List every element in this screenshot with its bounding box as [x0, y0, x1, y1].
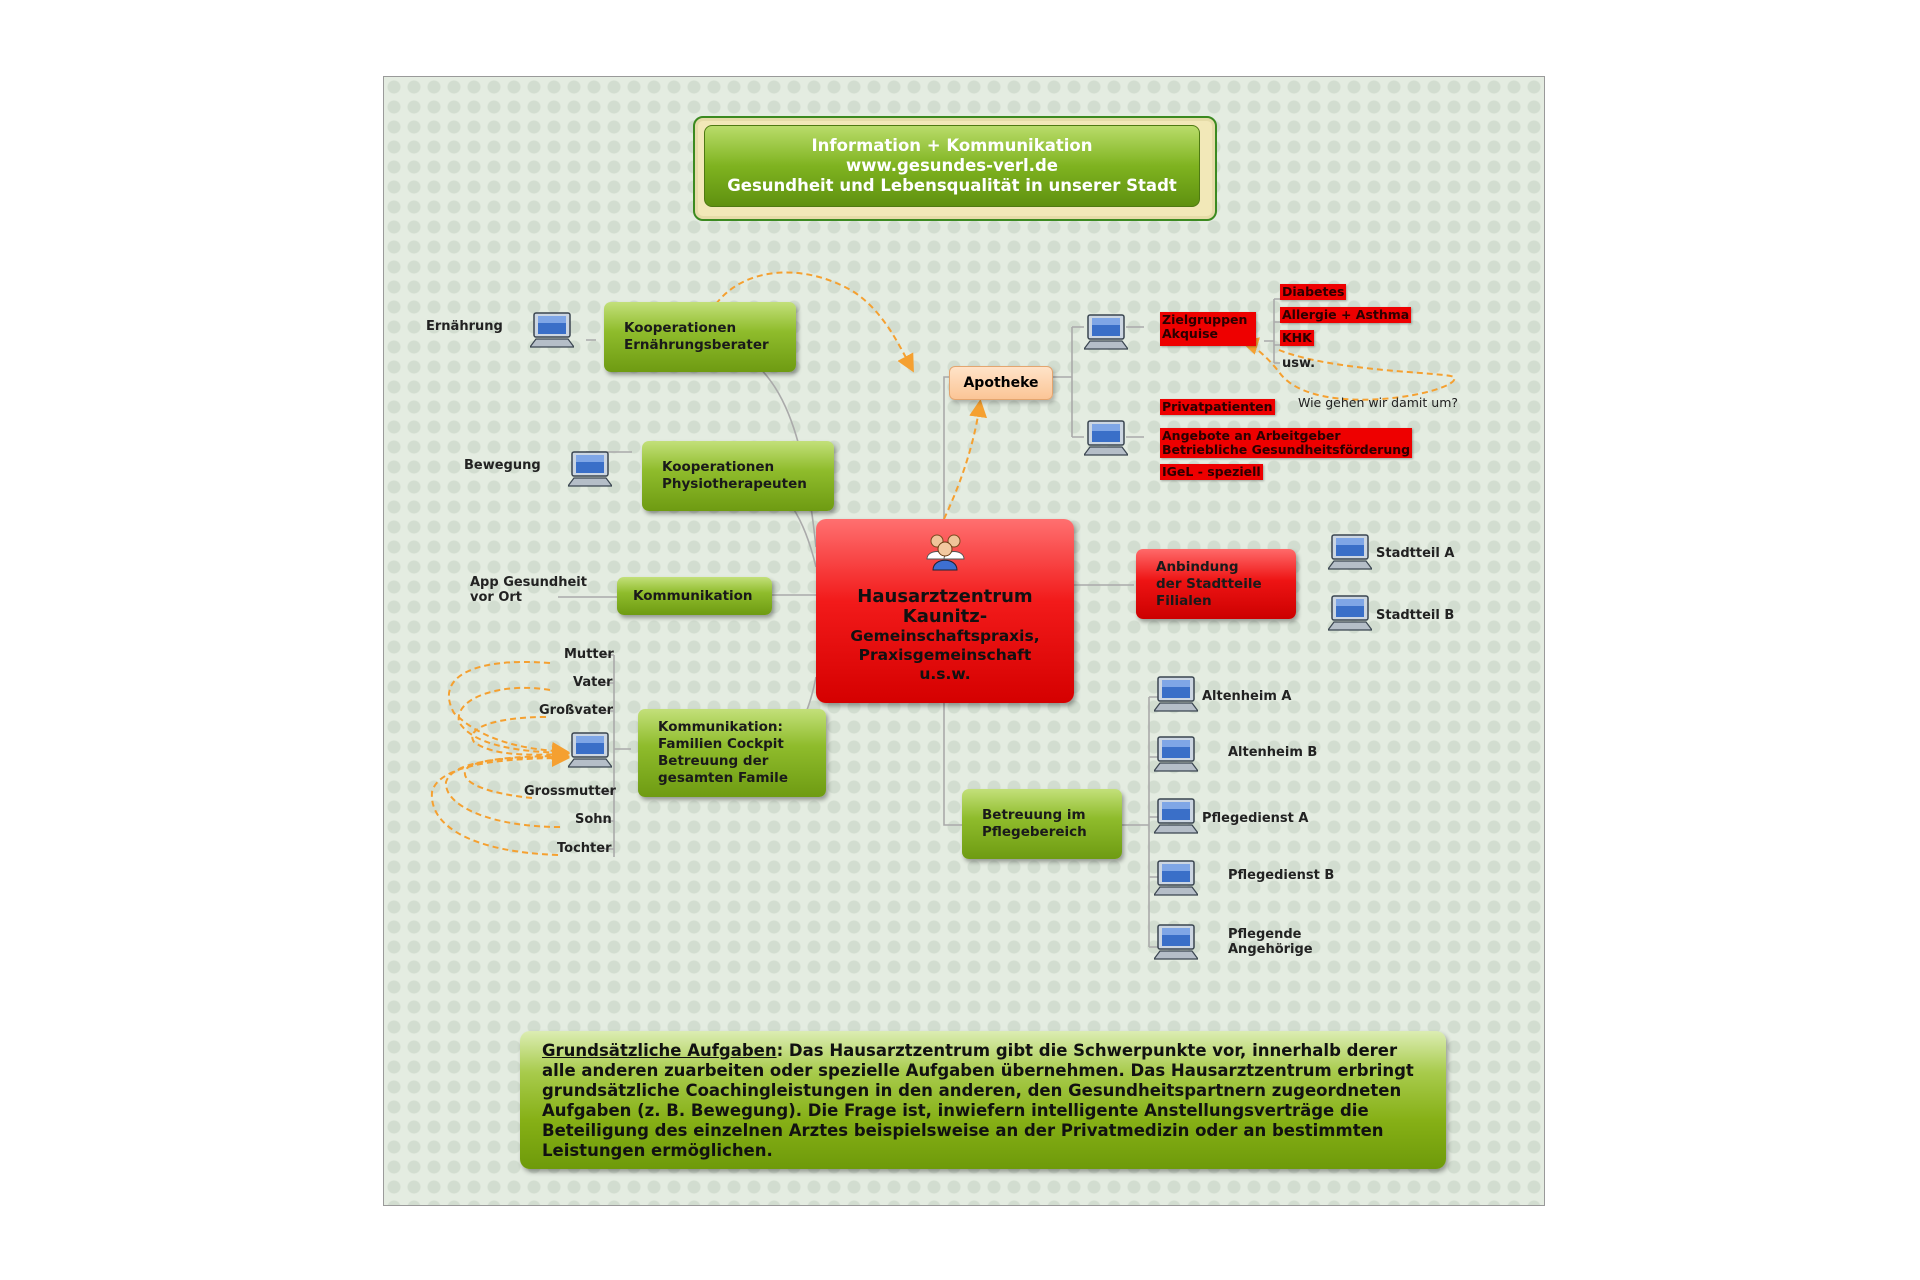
computer-icon — [1154, 860, 1198, 896]
computer-icon — [1154, 736, 1198, 772]
title-line-1: Information + Kommunikation — [811, 136, 1093, 155]
center-title-line-1: Hausarztzentrum — [857, 586, 1033, 607]
family-member: Großvater — [539, 703, 614, 718]
description-text: : Das Hausarztzentrum gibt die Schwerpun… — [542, 1041, 1414, 1160]
arrow-sohn — [444, 748, 570, 828]
leaf-pflege: Altenheim A — [1202, 689, 1292, 704]
node-kommunikation[interactable]: Kommunikation — [617, 577, 772, 615]
leaf-angehoerige-line-1: Pflegende — [1228, 927, 1302, 942]
node-apotheke-label: Apotheke — [963, 375, 1039, 391]
tag-zielgruppen: Zielgruppen Akquise — [1160, 312, 1256, 346]
computer-icon — [1328, 534, 1372, 570]
title-line-2: www.gesundes-verl.de — [846, 156, 1058, 175]
title-line-3: Gesundheit und Lebensqualität in unserer… — [727, 176, 1177, 195]
node-familie-line-1: Kommunikation: — [658, 719, 783, 735]
leaf-app-gesundheit: App Gesundheit vor Ort — [470, 575, 587, 605]
label-usw: usw. — [1282, 356, 1316, 371]
leaf-app-line-1: App Gesundheit — [470, 575, 587, 590]
description-heading: Grundsätzliche Aufgaben — [542, 1041, 777, 1060]
tag-privatpatienten: Privatpatienten — [1160, 399, 1275, 415]
node-ern-line-1: Kooperationen — [624, 320, 737, 336]
computer-icon — [1154, 924, 1198, 960]
family-member: Sohn — [575, 812, 612, 827]
node-kooperationen-physio[interactable]: Kooperationen Physiotherapeuten — [642, 441, 834, 511]
leaf-pflege: Pflegedienst A — [1202, 811, 1309, 826]
node-stadtteile-line-1: Anbindung — [1156, 558, 1239, 575]
node-familie-line-3: Betreuung der — [658, 753, 769, 769]
note-wie-gehen-wir: Wie gehen wir damit um? — [1298, 395, 1459, 410]
tag-target: Allergie + Asthma — [1280, 307, 1412, 323]
node-physio-line-1: Kooperationen — [662, 459, 775, 475]
tag-angebote: Angebote an Arbeitgeber Betriebliche Ges… — [1160, 428, 1413, 458]
arrow-vater — [457, 686, 570, 762]
computer-icon — [530, 312, 574, 348]
tag-angebote-line-1: Angebote an Arbeitgeber — [1162, 428, 1341, 443]
center-sub-line-3: u.s.w. — [919, 665, 971, 683]
tag-zielgruppen-line-2: Akquise — [1162, 326, 1219, 341]
leaf-pflege: Pflegedienst B — [1228, 868, 1335, 883]
node-anbindung-stadtteile[interactable]: Anbindung der Stadtteile Filialen — [1136, 549, 1296, 619]
node-pflege-line-2: Pflegebereich — [982, 824, 1087, 840]
node-pflege-line-1: Betreuung im — [982, 807, 1086, 823]
node-familien-cockpit[interactable]: Kommunikation: Familien Cockpit Betreuun… — [638, 709, 826, 797]
leaf-angehoerige-line-2: Angehörige — [1228, 942, 1313, 957]
arrow-center-apotheke — [943, 399, 988, 520]
tag-igel: IGeL - speziell — [1160, 464, 1263, 480]
central-node[interactable]: Hausarztzentrum Kaunitz- Gemeinschaftspr… — [816, 519, 1074, 703]
center-sub-line-2: Praxisgemeinschaft — [858, 646, 1032, 664]
node-familie-line-2: Familien Cockpit — [658, 736, 784, 752]
node-kommunikation-label: Kommunikation — [633, 587, 753, 604]
leaf-bewegung: Bewegung — [464, 458, 541, 473]
node-stadtteile-line-2: der Stadtteile — [1156, 575, 1262, 592]
arrow-usw-zielgruppen — [1240, 337, 1456, 401]
tag-target: KHK — [1280, 330, 1314, 346]
doctors-group-icon — [926, 534, 965, 571]
computer-icon — [1154, 798, 1198, 834]
leaf-pflegende-angehoerige: Pflegende Angehörige — [1228, 927, 1313, 957]
leaf-stadtteil: Stadtteil A — [1376, 546, 1455, 561]
leaf-ernaehrung: Ernährung — [426, 319, 503, 334]
computer-icon — [568, 451, 612, 487]
node-kooperationen-ernaehrung[interactable]: Kooperationen Ernährungsberater — [604, 302, 796, 372]
leaf-pflege: Altenheim B — [1228, 745, 1318, 760]
tag-zielgruppen-line-1: Zielgruppen — [1162, 312, 1248, 327]
computer-icon — [1084, 314, 1128, 350]
mindmap-canvas: Information + Kommunikation www.gesundes… — [383, 76, 1545, 1206]
computer-icon — [568, 732, 612, 768]
node-ern-line-2: Ernährungsberater — [624, 337, 769, 353]
center-title-line-2: Kaunitz- — [902, 606, 988, 627]
leaf-app-line-2: vor Ort — [470, 590, 523, 605]
computer-icon — [1328, 595, 1372, 631]
title-box: Information + Kommunikation www.gesundes… — [704, 125, 1200, 207]
arrow-tochter — [430, 749, 570, 856]
leaf-stadtteil: Stadtteil B — [1376, 608, 1455, 623]
node-familie-line-4: gesamten Famile — [658, 770, 788, 786]
family-member: Vater — [573, 675, 613, 690]
tag-angebote-line-2: Betriebliche Gesundheitsförderung — [1162, 442, 1411, 457]
computer-icon — [1154, 676, 1198, 712]
tag-target: Diabetes — [1280, 284, 1347, 300]
link-pflege — [943, 703, 962, 826]
family-member: Tochter — [557, 841, 612, 856]
node-stadtteile-line-3: Filialen — [1156, 592, 1212, 609]
arrow-grossvater — [471, 716, 570, 764]
node-physio-line-2: Physiotherapeuten — [662, 476, 807, 492]
center-sub-line-1: Gemeinschaftspraxis, — [850, 627, 1040, 645]
family-member: Grossmutter — [524, 784, 616, 799]
node-apotheke[interactable]: Apotheke — [949, 366, 1053, 400]
description-box: Grundsätzliche Aufgaben: Das Hausarztzen… — [520, 1031, 1446, 1169]
node-betreuung-pflege[interactable]: Betreuung im Pflegebereich — [962, 789, 1122, 859]
arrow-ern-apotheke — [715, 271, 914, 373]
arrow-mutter — [447, 661, 570, 760]
computer-icon — [1084, 420, 1128, 456]
family-member: Mutter — [564, 647, 614, 662]
